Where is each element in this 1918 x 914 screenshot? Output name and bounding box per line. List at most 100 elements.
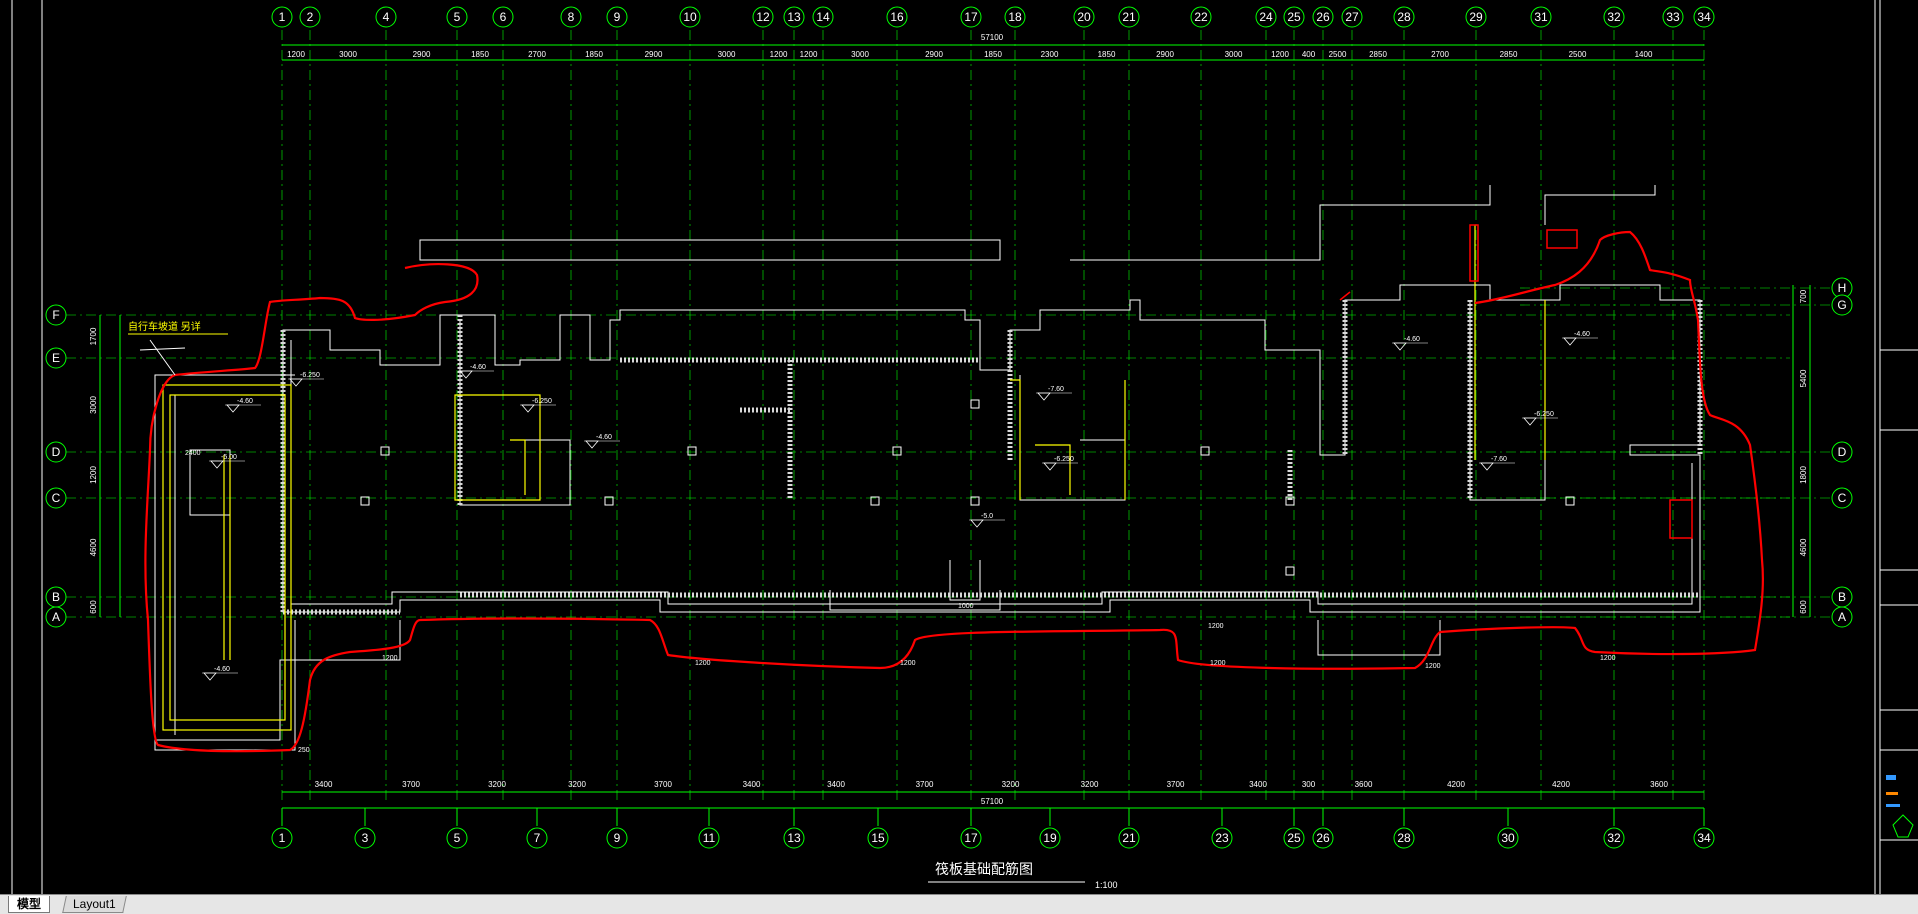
dim-bottom: 300: [1302, 780, 1316, 789]
axis-bubble-left: [45, 606, 67, 628]
axis-bubble-right: [1831, 441, 1853, 463]
level-label: -6.250: [1054, 456, 1074, 463]
wall-hatching: [280, 300, 1703, 615]
axis-bubble-bottom: [354, 827, 376, 849]
level-label: -4.60: [596, 434, 612, 441]
dim-top: 3000: [339, 50, 357, 59]
axis-label-top: 34: [1697, 10, 1711, 24]
axis-bubble-top: [606, 6, 628, 28]
axis-bubble-top: [1662, 6, 1684, 28]
dim-top: 3000: [851, 50, 869, 59]
axis-label-bottom: 26: [1316, 831, 1330, 845]
dim-bottom: 3600: [1650, 780, 1668, 789]
axis-label-bottom: 11: [703, 831, 716, 845]
axis-bubble-top: [1393, 6, 1415, 28]
dim-local: 2400: [185, 450, 201, 457]
axis-bubble-top: [783, 6, 805, 28]
axis-bubble-top: [960, 6, 982, 28]
axis-label-top: 24: [1259, 10, 1273, 24]
dim-top: 2850: [1369, 50, 1387, 59]
dim-bottom: 3700: [916, 780, 934, 789]
axis-label-top: 1: [279, 10, 286, 24]
axis-bubble-bottom: [446, 827, 468, 849]
dim-top: 1200: [770, 50, 788, 59]
level-label: -4.60: [237, 398, 253, 405]
axis-bubble-top: [1341, 6, 1363, 28]
axis-label-bottom: 32: [1607, 831, 1621, 845]
level-label: -6.250: [300, 372, 320, 379]
axis-bubble-right: [1831, 294, 1853, 316]
dim-bottom: 4200: [1447, 780, 1465, 789]
axis-bubble-bottom: [1211, 827, 1233, 849]
dim-local: 1200: [382, 655, 398, 662]
ramp-note-leader-2: [149, 339, 176, 376]
dim-top: 1200: [1271, 50, 1289, 59]
level-label: -4.60: [1404, 336, 1420, 343]
axis-label-left: E: [52, 351, 60, 365]
dim-top: 2500: [1569, 50, 1587, 59]
axis-bubble-top: [1118, 6, 1140, 28]
level-triangle: [1523, 417, 1537, 426]
dim-right: 700: [1799, 289, 1808, 303]
axis-label-left: A: [52, 610, 60, 624]
revision-cloud: [144, 230, 1765, 753]
dim-bottom: 3200: [1002, 780, 1020, 789]
level-label: -6.250: [1534, 411, 1554, 418]
level-triangle: [1037, 392, 1051, 401]
drawing-title: 筏板基础配筋图: [935, 861, 1033, 877]
axis-label-bottom: 34: [1697, 831, 1711, 845]
dim-local: 250: [298, 747, 310, 754]
axis-bubble-top: [1465, 6, 1487, 28]
axis-bubble-bottom: [1283, 827, 1305, 849]
axis-label-top: 25: [1287, 10, 1301, 24]
axis-label-bottom: 1: [279, 831, 286, 845]
dim-local: 1000: [958, 603, 974, 610]
dim-top: 1200: [800, 50, 818, 59]
dim-top: 400: [1302, 50, 1316, 59]
dim-top: 2700: [1431, 50, 1449, 59]
dim-top: 1200: [287, 50, 305, 59]
axis-label-top: 8: [568, 10, 575, 24]
axis-bubble-left: [45, 304, 67, 326]
axis-label-top: 13: [787, 10, 801, 24]
level-triangle: [1563, 337, 1577, 346]
level-label: -4.60: [214, 666, 230, 673]
dim-top: 2900: [1156, 50, 1174, 59]
axis-label-left: B: [52, 590, 60, 604]
axis-bubble-bottom: [1603, 827, 1625, 849]
axis-label-top: 22: [1194, 10, 1208, 24]
tab-model[interactable]: 模型: [8, 896, 51, 913]
dim-right: 1800: [1799, 466, 1808, 484]
dim-left: 600: [89, 600, 98, 614]
total-dimension-bottom: 57100: [981, 797, 1004, 806]
axis-label-top: 14: [816, 10, 830, 24]
axis-bubble-left: [45, 487, 67, 509]
axis-bubble-top: [446, 6, 468, 28]
axis-bubble-top: [1693, 6, 1715, 28]
axis-bubble-top: [492, 6, 514, 28]
axis-label-bottom: 15: [871, 831, 885, 845]
axis-bubble-top: [1255, 6, 1277, 28]
dim-top: 1400: [1635, 50, 1653, 59]
axis-label-bottom: 25: [1287, 831, 1301, 845]
dim-bottom: 3200: [488, 780, 506, 789]
axis-label-top: 29: [1469, 10, 1483, 24]
tab-layout1-label: Layout1: [73, 897, 116, 911]
axis-bubble-right: [1831, 487, 1853, 509]
axis-label-bottom: 7: [534, 831, 541, 845]
level-triangle: [585, 440, 599, 449]
axis-label-right: B: [1838, 590, 1846, 604]
axis-bubble-top: [752, 6, 774, 28]
axis-bubble-top: [560, 6, 582, 28]
tab-layout1[interactable]: Layout1: [62, 896, 127, 913]
ramp-note-label: 自行车坡道 另详: [128, 320, 201, 333]
axis-label-top: 4: [383, 10, 390, 24]
axis-bubble-top: [679, 6, 701, 28]
axis-label-bottom: 9: [614, 831, 621, 845]
dim-local: 1200: [1600, 655, 1616, 662]
axis-label-top: 26: [1316, 10, 1330, 24]
dim-top: 2500: [1329, 50, 1347, 59]
axis-label-top: 16: [890, 10, 904, 24]
